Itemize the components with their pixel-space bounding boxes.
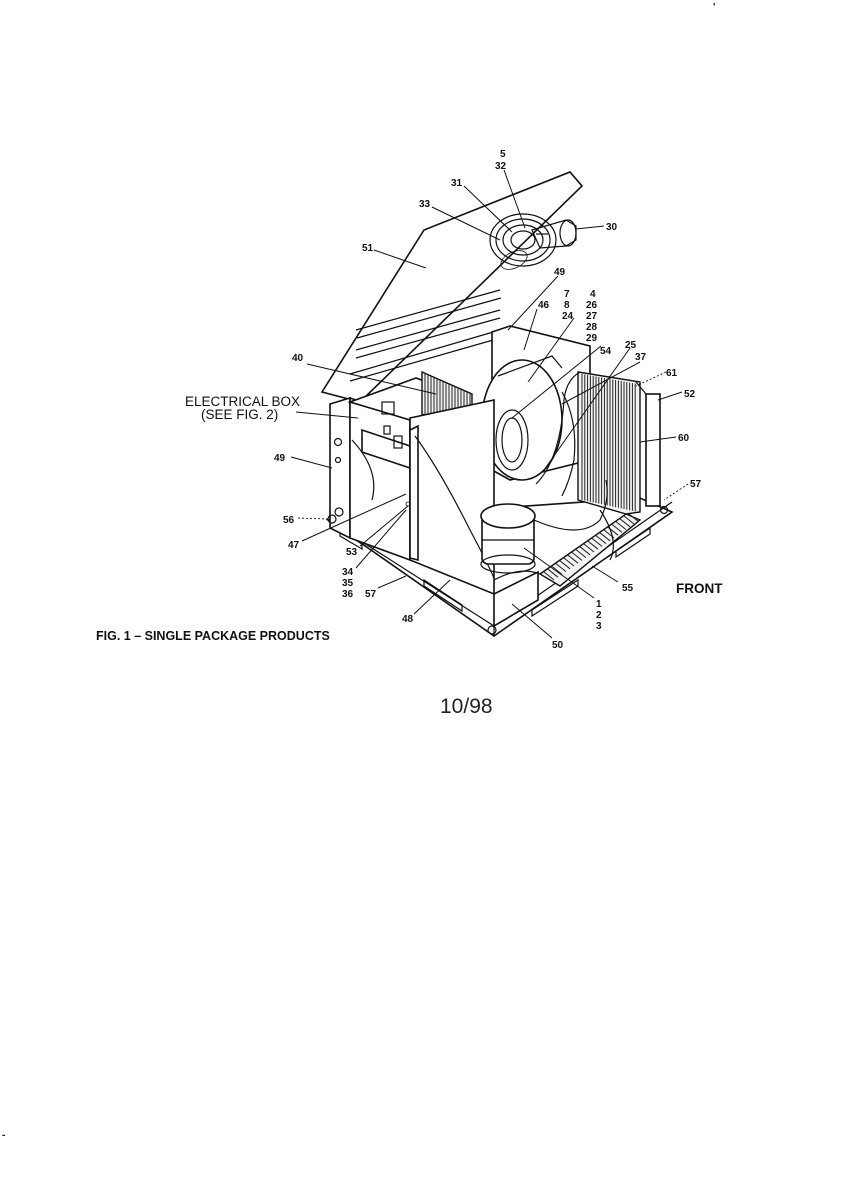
condenser-fin <box>571 552 583 561</box>
callout-25: 25 <box>625 340 637 351</box>
callout-37: 37 <box>635 352 647 363</box>
callout-51: 51 <box>362 243 374 254</box>
condenser-fin <box>579 546 591 556</box>
callout-61: 61 <box>666 368 678 379</box>
callout-24: 24 <box>562 311 574 322</box>
figure-caption: FIG. 1 – SINGLE PACKAGE PRODUCTS <box>96 629 330 643</box>
callout-30: 30 <box>606 222 618 233</box>
callout-3: 3 <box>596 621 602 632</box>
leader-lines <box>290 169 689 639</box>
revision-date: 10/98 <box>440 695 493 718</box>
callout-46: 46 <box>538 300 550 311</box>
condenser-fin <box>543 571 555 581</box>
condenser-fin <box>611 524 623 533</box>
condenser-fin <box>555 563 567 572</box>
callout-57-left: 57 <box>365 589 377 600</box>
condenser-fin <box>595 535 607 544</box>
callout-27: 27 <box>586 311 598 322</box>
callout-52: 52 <box>684 389 696 400</box>
condenser-fin <box>623 515 635 525</box>
condenser-fin <box>627 512 639 522</box>
electrical-box-sublabel: (SEE FIG. 2) <box>201 407 278 422</box>
condenser-fin <box>587 540 599 550</box>
condenser-fin <box>591 538 603 547</box>
callout-48: 48 <box>402 614 414 625</box>
refrigerant-tubing <box>533 371 614 561</box>
callout-28: 28 <box>586 322 598 333</box>
callout-50: 50 <box>552 640 564 651</box>
callout-60: 60 <box>678 433 690 444</box>
condenser-fin <box>551 566 563 575</box>
callout-labels: 5 32 31 33 30 51 49 7 8 24 4 26 27 28 29… <box>274 149 702 651</box>
condenser-fin <box>563 557 575 567</box>
callout-33: 33 <box>419 199 431 210</box>
compressor <box>480 503 536 574</box>
left-edge-mark: - <box>2 1130 5 1141</box>
condenser-fin <box>547 568 559 578</box>
condenser-fin <box>567 554 579 564</box>
callout-32: 32 <box>495 161 507 172</box>
condenser-fin <box>615 521 627 530</box>
callout-56: 56 <box>283 515 295 526</box>
callout-31: 31 <box>451 178 463 189</box>
condenser-fin <box>599 532 611 542</box>
top-right-mark: ' <box>713 2 715 13</box>
condenser-coil <box>538 371 661 587</box>
callout-53: 53 <box>346 547 358 558</box>
condenser-fin <box>575 549 587 558</box>
front-panel <box>493 570 541 628</box>
condenser-fin <box>559 560 571 570</box>
condenser-fan-assembly <box>489 213 577 270</box>
condenser-fin <box>583 543 595 553</box>
condenser-fin <box>619 518 631 528</box>
callout-55: 55 <box>622 583 634 594</box>
callout-8: 8 <box>564 300 570 311</box>
callout-34: 34 <box>342 567 354 578</box>
callout-54: 54 <box>600 346 612 357</box>
callout-49-top: 49 <box>554 267 566 278</box>
callout-47: 47 <box>288 540 300 551</box>
callout-36: 36 <box>342 589 354 600</box>
callout-26: 26 <box>586 300 598 311</box>
electrical-box-label: ELECTRICAL BOX <box>185 394 300 409</box>
callout-2: 2 <box>596 610 602 621</box>
callout-57-right: 57 <box>690 479 702 490</box>
callout-35: 35 <box>342 578 354 589</box>
callout-1: 1 <box>596 599 602 610</box>
callout-29: 29 <box>586 333 598 344</box>
callout-49-left: 49 <box>274 453 286 464</box>
callout-40: 40 <box>292 353 304 364</box>
callout-5: 5 <box>500 149 506 160</box>
front-label: FRONT <box>676 581 723 596</box>
callout-7: 7 <box>564 289 570 300</box>
callout-4: 4 <box>590 289 596 300</box>
